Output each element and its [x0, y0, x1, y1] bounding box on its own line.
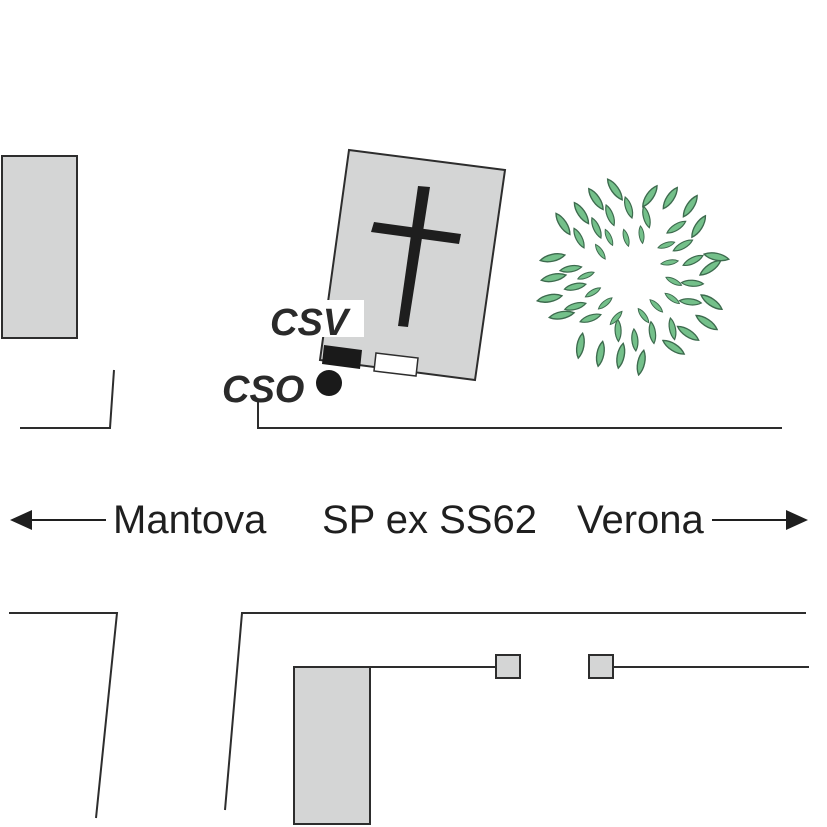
tree-leaf [695, 314, 719, 331]
tree-leaf [637, 307, 650, 324]
tree-leaf [614, 318, 622, 343]
tree-leaf [691, 214, 707, 239]
tree-leaf [597, 297, 613, 310]
tree-leaf [616, 342, 626, 370]
csv-label-bg [268, 300, 364, 337]
tree-leaf [624, 196, 634, 220]
tree-leaf [680, 279, 705, 287]
tree-leaf [636, 348, 646, 377]
filled-circle-icon [316, 370, 342, 396]
tree-leaf [563, 301, 587, 311]
road-edge-south-east [224, 612, 806, 811]
tree-leaf [558, 264, 583, 273]
church-entrance [373, 352, 419, 377]
tree-leaf [638, 225, 645, 245]
label-cso: CSO [222, 369, 304, 411]
tree-leaf [642, 184, 658, 208]
tree-leaf [661, 339, 686, 355]
tree-leaf [555, 212, 571, 236]
tree-leaf [548, 310, 576, 320]
tree-leaf [595, 243, 606, 260]
tree-icon [535, 178, 731, 377]
tree-leaf [605, 203, 615, 227]
tree-leaf [662, 186, 678, 210]
tree-leaf [657, 241, 676, 249]
gate-post-right [588, 654, 614, 679]
tree-leaf [563, 282, 587, 291]
tree-leaf [648, 320, 657, 345]
tree-leaf [631, 327, 639, 352]
tree-leaf [668, 316, 677, 341]
tree-leaf [700, 294, 724, 310]
tree-leaf [642, 205, 651, 229]
road-edge-north-west [20, 369, 115, 429]
building-west [1, 155, 78, 339]
tree-leaf [538, 253, 567, 263]
tree-leaf [604, 228, 614, 247]
label-road-name: SP ex SS62 [322, 498, 537, 542]
tree-leaf [575, 331, 585, 360]
tree-leaf [664, 292, 681, 305]
road-edge-north-east [257, 400, 782, 429]
tree-leaf [665, 276, 683, 286]
tree-leaf [672, 239, 694, 252]
church-building [318, 148, 507, 382]
csv-box [322, 345, 362, 369]
tree-leaf [666, 220, 687, 234]
tree-leaf [540, 273, 568, 283]
tree-leaf [676, 325, 700, 341]
tree-leaf [649, 299, 664, 313]
tree-leaf [660, 259, 680, 266]
tree-leaf [535, 293, 564, 303]
label-verona: Verona [577, 498, 705, 542]
arrow-left-icon [10, 510, 106, 530]
tree-leaf [678, 298, 703, 306]
road-edge-south-west [9, 612, 119, 819]
gate-post-left [495, 654, 521, 679]
tree-leaf [573, 201, 590, 225]
tree-leaf [595, 340, 605, 368]
tree-leaf [622, 228, 630, 248]
tree-leaf [702, 252, 731, 262]
label-csv: CSV [270, 302, 351, 344]
tree-leaf [584, 287, 602, 298]
tree-leaf [591, 216, 602, 239]
tree-leaf [573, 227, 585, 249]
tree-leaf [579, 313, 602, 323]
tree-leaf [576, 271, 595, 280]
tree-leaf [682, 194, 698, 218]
cross-icon [371, 186, 461, 327]
arrow-right-icon [712, 510, 808, 530]
tree-leaf [606, 178, 623, 201]
tree-leaf [682, 254, 704, 267]
label-mantova: Mantova [113, 498, 267, 542]
tree-leaf [609, 310, 623, 326]
tree-leaf [588, 187, 604, 211]
building-south [293, 666, 371, 825]
